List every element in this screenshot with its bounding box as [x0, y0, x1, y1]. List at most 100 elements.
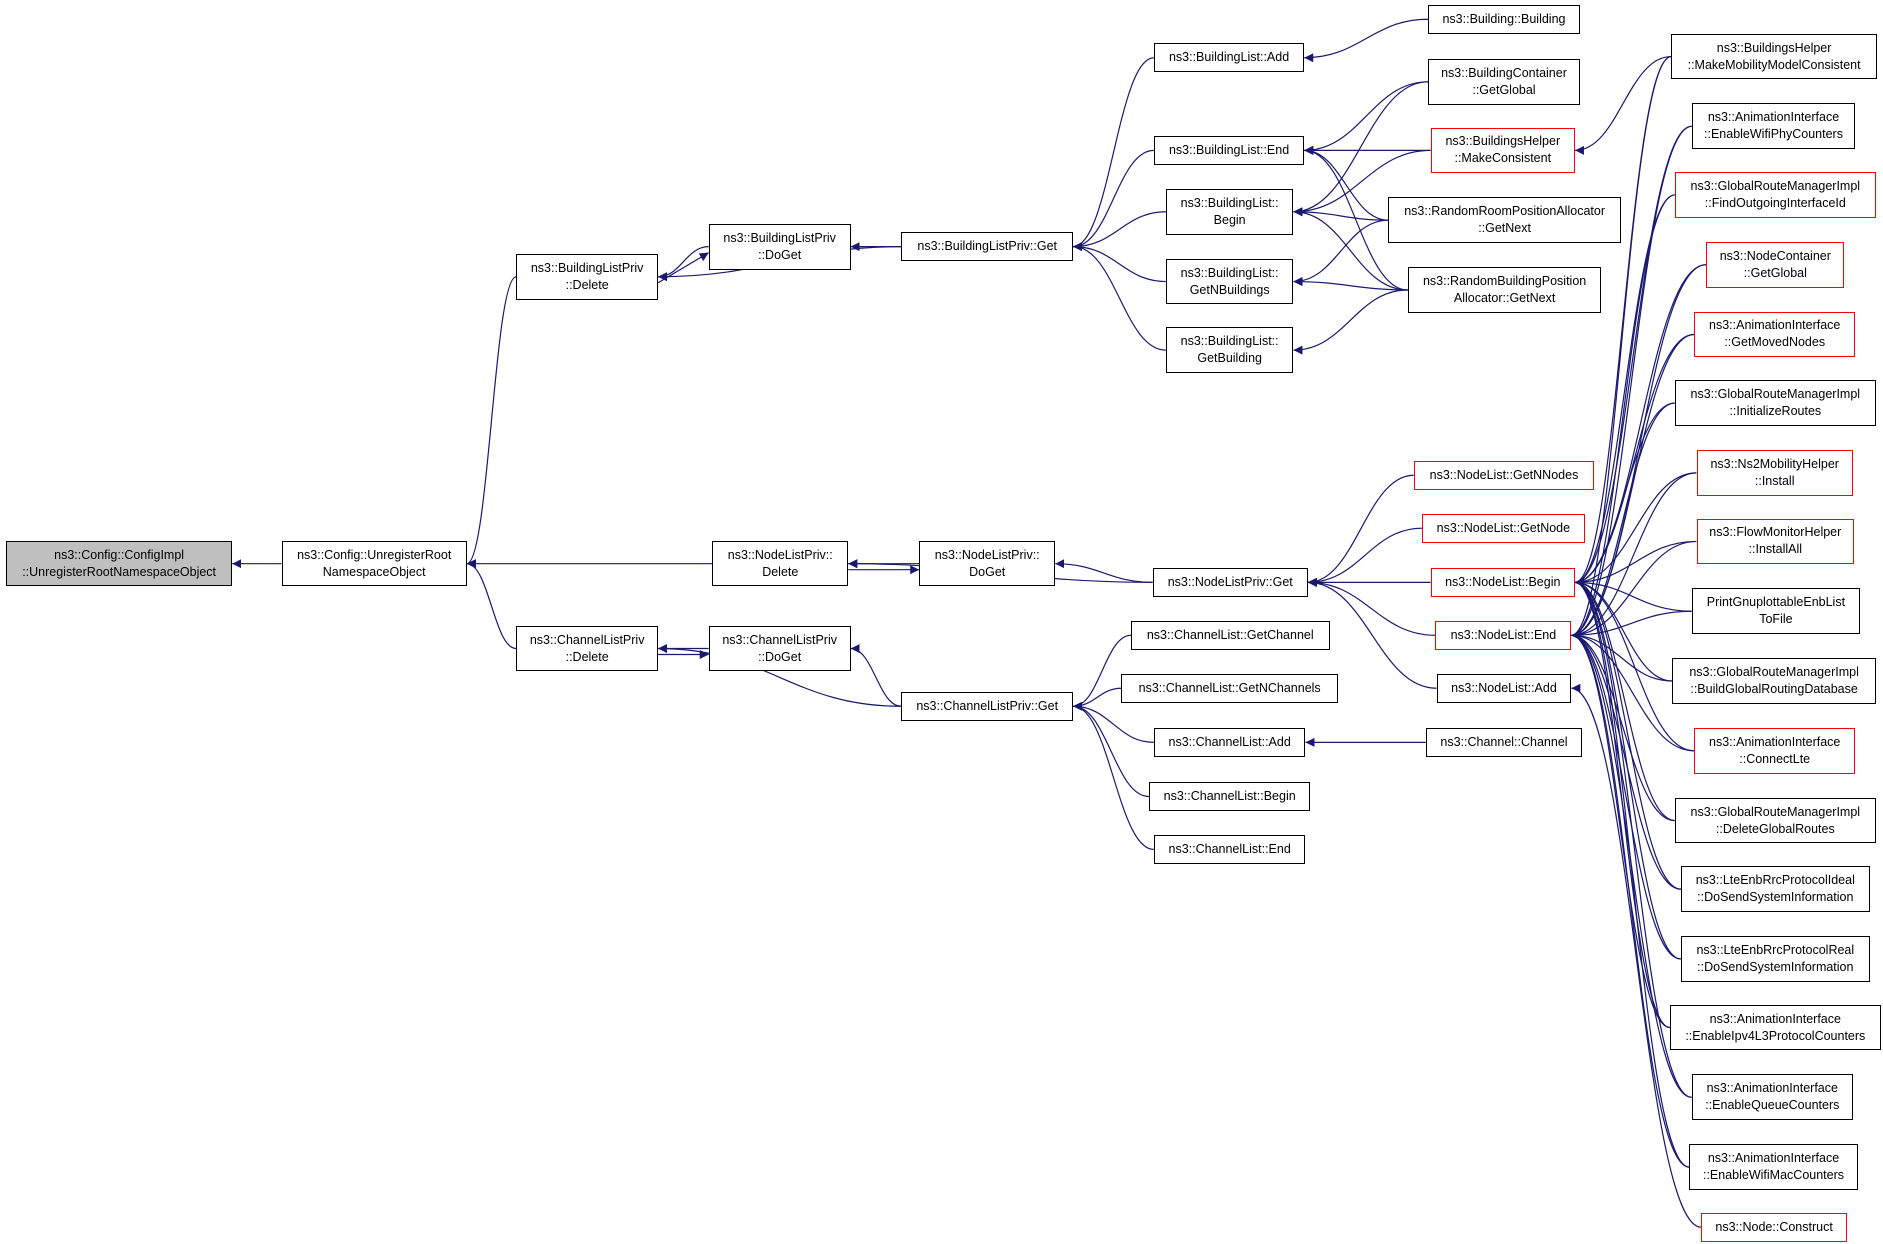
graph-node-r3[interactable]: ns3::GlobalRouteManagerImpl::FindOutgoin…: [1674, 172, 1876, 218]
graph-node-r7[interactable]: ns3::Ns2MobilityHelper::Install: [1696, 449, 1853, 496]
node-label-line: Delete: [762, 564, 799, 579]
graph-node-nl-getnn[interactable]: ns3::NodeList::GetNNodes: [1413, 460, 1595, 490]
node-label-line: ::EnableWifiMacCounters: [1702, 1168, 1845, 1183]
graph-node-bl-begin[interactable]: ns3::BuildingList::Begin: [1165, 188, 1294, 235]
call-edge-cl-add-to-clp-get: [1073, 701, 1154, 743]
node-label-line: ::GetGlobal: [1743, 265, 1807, 280]
node-label-line: ns3::BuildingListPriv: [723, 230, 836, 245]
node-label-line: ns3::NodeList::Begin: [1445, 574, 1561, 589]
graph-node-cl-getch[interactable]: ns3::ChannelList::GetChannel: [1131, 620, 1330, 650]
graph-node-bl-add[interactable]: ns3::BuildingList::Add: [1153, 43, 1305, 73]
graph-node-r5[interactable]: ns3::AnimationInterface::GetMovedNodes: [1694, 311, 1856, 358]
node-label-line: ns3::Building::Building: [1442, 11, 1566, 26]
graph-node-r18[interactable]: ns3::Node::Construct: [1701, 1212, 1847, 1242]
graph-node-r8[interactable]: ns3::FlowMonitorHelper::InstallAll: [1696, 518, 1855, 565]
node-label-line: ns3::NodeList::GetNNodes: [1429, 467, 1579, 482]
call-edge-nl-getnn-to-nlp-get: [1307, 474, 1414, 587]
call-edge-blp-del-to-unreg: [466, 276, 517, 569]
call-edge-r11-to-nl-begin: [1574, 577, 1695, 752]
graph-node-r14[interactable]: ns3::LteEnbRrcProtocolReal::DoSendSystem…: [1680, 936, 1870, 982]
graph-node-bl-end[interactable]: ns3::BuildingList::End: [1153, 135, 1305, 165]
graph-node-clp-del[interactable]: ns3::ChannelListPriv::Delete: [516, 625, 659, 672]
call-edge-bc-global-to-bl-end: [1304, 81, 1429, 155]
node-label-line: ns3::AnimationInterface: [1709, 734, 1841, 749]
node-label-line: ns3::RandomBuildingPosition: [1422, 273, 1587, 288]
graph-node-r17[interactable]: ns3::AnimationInterface::EnableWifiMacCo…: [1689, 1144, 1858, 1190]
graph-node-r4[interactable]: ns3::NodeContainer::GetGlobal: [1706, 241, 1845, 288]
call-edge-r5-to-nl-end: [1571, 333, 1695, 640]
node-label-line: ::UnregisterRootNamespaceObject: [22, 564, 217, 579]
call-edge-r3-to-nl-end: [1571, 194, 1675, 640]
graph-node-r2[interactable]: ns3::AnimationInterface::EnableWifiPhyCo…: [1691, 103, 1856, 150]
call-edge-bh-mc-to-bl-begin: [1293, 149, 1431, 217]
graph-node-nl-begin[interactable]: ns3::NodeList::Begin: [1430, 567, 1575, 597]
node-label-line: ns3::GlobalRouteManagerImpl: [1690, 178, 1861, 193]
node-label-line: ::DoSendSystemInformation: [1697, 959, 1854, 974]
graph-node-nlp-get[interactable]: ns3::NodeListPriv::Get: [1152, 567, 1308, 597]
graph-node-nl-getnode[interactable]: ns3::NodeList::GetNode: [1422, 513, 1585, 543]
graph-node-channel[interactable]: ns3::Channel::Channel: [1425, 727, 1583, 757]
node-label-line: ns3::Config::ConfigImpl: [54, 547, 185, 562]
graph-node-r11[interactable]: ns3::AnimationInterface::ConnectLte: [1694, 727, 1856, 774]
call-edge-rbpa-to-bl-end: [1304, 145, 1408, 291]
graph-node-cl-begin[interactable]: ns3::ChannelList::Begin: [1149, 782, 1311, 811]
call-edge-r7-to-nl-end: [1571, 472, 1697, 640]
graph-node-nl-add[interactable]: ns3::NodeList::Add: [1436, 673, 1572, 703]
graph-node-clp-get[interactable]: ns3::ChannelListPriv::Get: [901, 691, 1074, 721]
graph-node-clp-doget[interactable]: ns3::ChannelListPriv::DoGet: [708, 625, 851, 672]
node-label-line: ns3::ChannelList::Add: [1168, 734, 1291, 749]
graph-node-r13[interactable]: ns3::LteEnbRrcProtocolIdeal::DoSendSyste…: [1680, 866, 1870, 913]
node-label-line: ns3::Ns2MobilityHelper: [1710, 456, 1839, 471]
graph-node-blp-doget[interactable]: ns3::BuildingListPriv::DoGet: [708, 223, 851, 270]
graph-node-r12[interactable]: ns3::GlobalRouteManagerImpl::DeleteGloba…: [1674, 797, 1876, 844]
call-edge-blp-doget-to-blp-del: [658, 246, 709, 282]
graph-node-r16[interactable]: ns3::AnimationInterface::EnableQueueCoun…: [1691, 1074, 1853, 1121]
graph-node-bl-getn[interactable]: ns3::BuildingList::GetNBuildings: [1165, 258, 1294, 305]
graph-node-cl-end[interactable]: ns3::ChannelList::End: [1153, 835, 1306, 864]
call-edge-cl-begin-to-clp-get: [1073, 701, 1150, 798]
graph-node-rrpa[interactable]: ns3::RandomRoomPositionAllocator::GetNex…: [1388, 197, 1621, 244]
graph-node-cl-getnch[interactable]: ns3::ChannelList::GetNChannels: [1121, 673, 1338, 703]
node-label-line: GetBuilding: [1197, 351, 1262, 366]
call-edge-building-to-bl-add: [1304, 18, 1429, 63]
node-label-line: ns3::BuildingContainer: [1441, 65, 1567, 80]
call-edge-nlp-get-to-nlp-doget: [1055, 559, 1153, 583]
graph-node-nlp-del[interactable]: ns3::NodeListPriv::Delete: [712, 541, 849, 586]
node-label-line: ns3::Channel::Channel: [1440, 734, 1568, 749]
graph-node-nlp-doget[interactable]: ns3::NodeListPriv::DoGet: [919, 541, 1056, 586]
node-label-line: ns3::ChannelListPriv::Get: [916, 698, 1059, 713]
call-edge-r1-to-bh-mc: [1574, 55, 1672, 155]
call-edge-rrpa-to-bl-end: [1304, 145, 1389, 221]
call-edge-r1-to-nl-end: [1571, 55, 1672, 640]
call-edge-r10-to-nl-end: [1571, 630, 1673, 682]
node-label-line: ::Delete: [565, 649, 609, 664]
call-edge-r7-to-nl-begin: [1574, 472, 1697, 587]
graph-node-nl-end[interactable]: ns3::NodeList::End: [1435, 620, 1572, 650]
node-label-line: ::ConnectLte: [1739, 751, 1811, 766]
graph-node-r15[interactable]: ns3::AnimationInterface::EnableIpv4L3Pro…: [1670, 1004, 1881, 1051]
node-label-line: ns3::LteEnbRrcProtocolIdeal: [1695, 873, 1855, 888]
graph-node-blp-get[interactable]: ns3::BuildingListPriv::Get: [901, 232, 1074, 262]
call-edge-bl-end-to-blp-get: [1073, 149, 1154, 252]
graph-node-r1[interactable]: ns3::BuildingsHelper::MakeMobilityModelC…: [1671, 33, 1877, 80]
call-edge-rbpa-to-bl-getb: [1293, 289, 1408, 355]
node-label-line: ::InstallAll: [1748, 542, 1803, 557]
node-label-line: ::Install: [1754, 473, 1795, 488]
call-edge-r16-to-nl-begin: [1574, 577, 1692, 1098]
graph-node-bc-global[interactable]: ns3::BuildingContainer::GetGlobal: [1428, 58, 1580, 105]
graph-node-bl-getb[interactable]: ns3::BuildingList::GetBuilding: [1165, 327, 1294, 373]
node-label-line: ns3::ChannelList::End: [1168, 841, 1291, 856]
graph-node-blp-del[interactable]: ns3::BuildingListPriv::Delete: [516, 253, 659, 300]
node-label-line: ns3::GlobalRouteManagerImpl: [1690, 387, 1861, 402]
graph-node-building[interactable]: ns3::Building::Building: [1428, 4, 1580, 34]
graph-node-cl-add[interactable]: ns3::ChannelList::Add: [1153, 727, 1306, 757]
graph-node-bh-mc[interactable]: ns3::BuildingsHelper::MakeConsistent: [1430, 127, 1575, 174]
node-label-line: ::FindOutgoingInterfaceId: [1704, 195, 1846, 210]
node-label-line: ::DeleteGlobalRoutes: [1715, 821, 1835, 836]
call-edge-nl-end-to-nlp-get: [1307, 577, 1436, 636]
graph-node-r10[interactable]: ns3::GlobalRouteManagerImpl::BuildGlobal…: [1672, 658, 1876, 704]
graph-node-r6[interactable]: ns3::GlobalRouteManagerImpl::InitializeR…: [1674, 380, 1876, 426]
